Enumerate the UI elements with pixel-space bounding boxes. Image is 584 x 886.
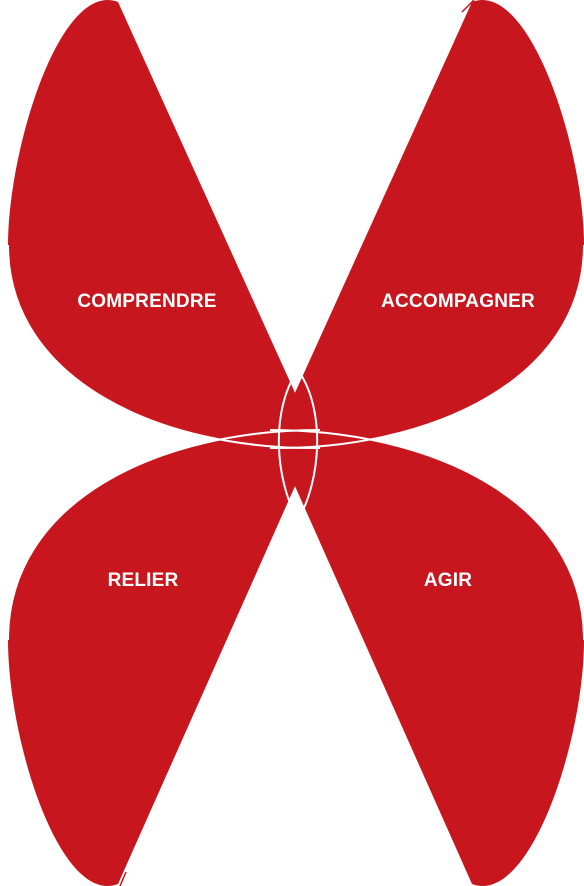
label-comprendre: COMPRENDRE — [77, 291, 217, 312]
center-edge-b — [297, 369, 319, 521]
overlap-outline-bottom-left — [7, 429, 321, 641]
petal-accompagner — [270, 0, 584, 449]
label-agir: AGIR — [423, 570, 473, 591]
bottom-left-tip-line — [119, 871, 127, 886]
overlap-outline-top-right — [269, 244, 584, 450]
overlap-outline-top-left — [7, 244, 321, 450]
petal-relier — [8, 430, 320, 886]
overlap-outline-bottom-right — [269, 429, 584, 641]
label-relier: RELIER — [107, 570, 179, 591]
top-right-tip-line — [461, 0, 475, 13]
center-edge-a — [277, 369, 299, 521]
petal-agir — [270, 430, 584, 886]
petal-comprendre — [8, 0, 320, 449]
label-accompagner: ACCOMPAGNER — [381, 291, 535, 312]
